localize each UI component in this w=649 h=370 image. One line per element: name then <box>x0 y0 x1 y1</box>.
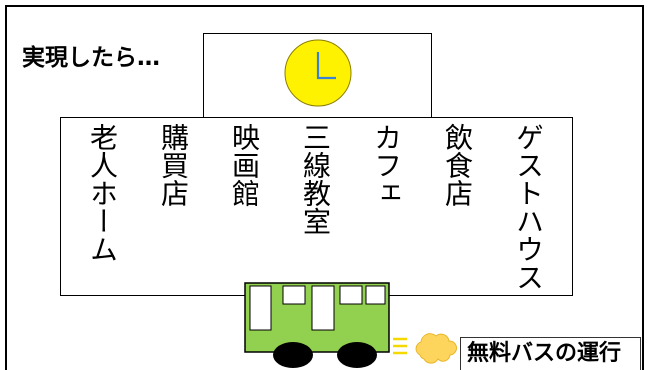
facility-cinema: 映画館 <box>228 123 261 207</box>
bus-window <box>339 285 363 305</box>
page-title: 実現したら… <box>22 45 160 71</box>
slide-frame <box>5 5 644 370</box>
facility-restaurant: 飲食店 <box>441 123 474 207</box>
clock-icon <box>284 39 352 107</box>
bus-icon <box>244 282 390 368</box>
building-body: ゲストハウス 飲食店 カフェ 三線教室 映画館 購買店 老人ホーム <box>60 117 573 296</box>
facility-cafe: カフェ <box>370 123 403 207</box>
bus-window <box>365 285 386 305</box>
bus-window <box>282 285 306 305</box>
clock-hands <box>316 52 336 80</box>
bus-window <box>249 285 272 331</box>
cloud-shape <box>415 333 457 364</box>
exhaust-cloud-icon <box>415 333 457 364</box>
building-tower <box>203 33 432 119</box>
facility-nursing-home: 老人ホーム <box>86 123 119 263</box>
bus-wheel <box>273 342 313 368</box>
facility-store: 購買店 <box>157 123 190 207</box>
bus-service-label: 無料バスの運行 <box>460 337 641 370</box>
exhaust-lines-icon <box>393 337 407 355</box>
bus-wheel <box>337 342 377 368</box>
facility-guesthouse: ゲストハウス <box>512 123 545 291</box>
bus-window <box>311 285 335 331</box>
facility-sanshin-class: 三線教室 <box>299 123 332 235</box>
